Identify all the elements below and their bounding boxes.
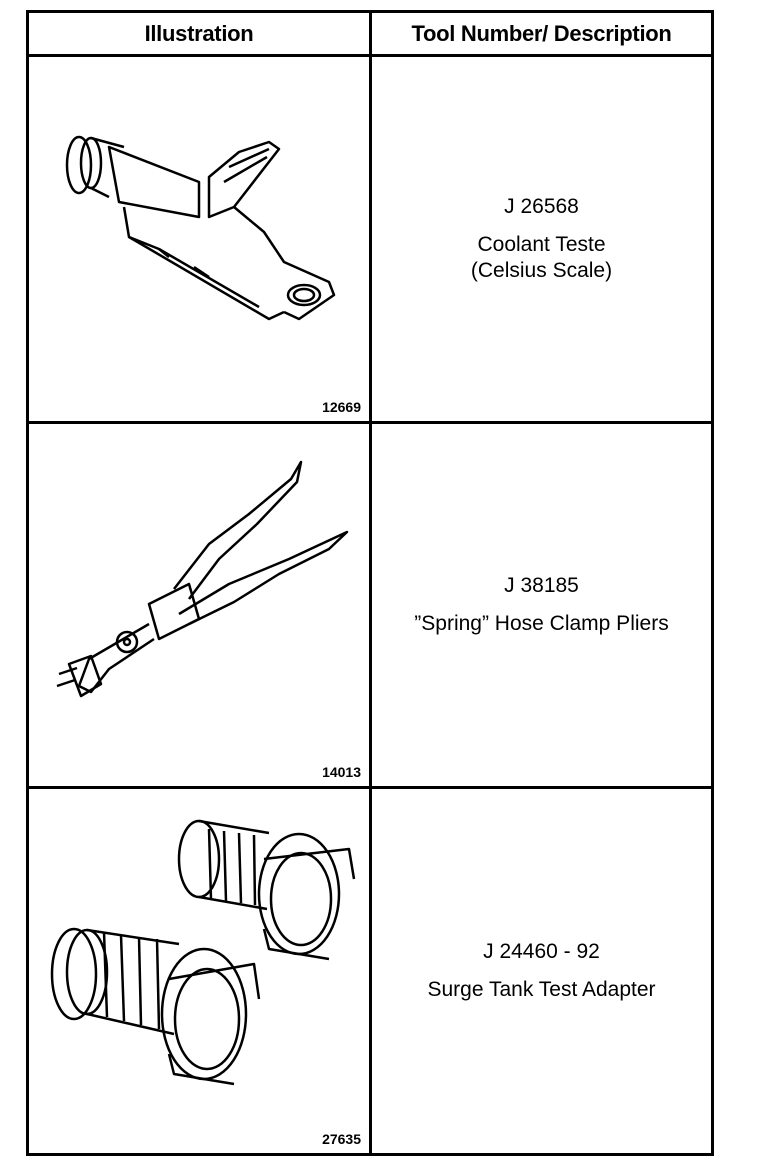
tool-number: J 24460 - 92: [483, 939, 600, 963]
tool-number: J 38185: [504, 573, 579, 597]
column-divider: [369, 13, 372, 1153]
figure-number: 12669: [322, 399, 361, 415]
hose-clamp-pliers-icon: [56, 460, 349, 698]
description-cell: J 26568 Coolant Teste (Celsius Scale): [372, 57, 711, 421]
table-row: 14013 J 38185 ”Spring” Hose Clamp Pliers: [29, 424, 711, 789]
table-row: 27635 J 24460 - 92 Surge Tank Test Adapt…: [29, 789, 711, 1153]
description-cell: J 38185 ”Spring” Hose Clamp Pliers: [372, 424, 711, 786]
table-row: 12669 J 26568 Coolant Teste (Celsius Sca…: [29, 57, 711, 424]
test-adapter-icon: [50, 819, 356, 1086]
header-description: Tool Number/ Description: [411, 21, 672, 46]
figure-number: 27635: [322, 1131, 361, 1147]
illustration-cell: 27635: [29, 789, 369, 1153]
tool-table: Illustration Tool Number/ Description: [26, 10, 714, 1156]
header-illustration: Illustration: [144, 21, 254, 46]
illustration-cell: 14013: [29, 424, 369, 786]
description-cell: J 24460 - 92 Surge Tank Test Adapter: [372, 789, 711, 1153]
tool-description-sub: (Celsius Scale): [470, 259, 613, 283]
illustration-cell: 12669: [29, 57, 369, 421]
tool-description: ”Spring” Hose Clamp Pliers: [414, 612, 669, 635]
tool-description: Surge Tank Test Adapter: [427, 978, 656, 1001]
coolant-tester-icon: [65, 135, 336, 321]
figure-number: 14013: [322, 764, 361, 780]
tool-number: J 26568: [504, 194, 579, 218]
table-header: Illustration Tool Number/ Description: [29, 13, 711, 57]
tool-description: Coolant Teste: [477, 232, 606, 256]
